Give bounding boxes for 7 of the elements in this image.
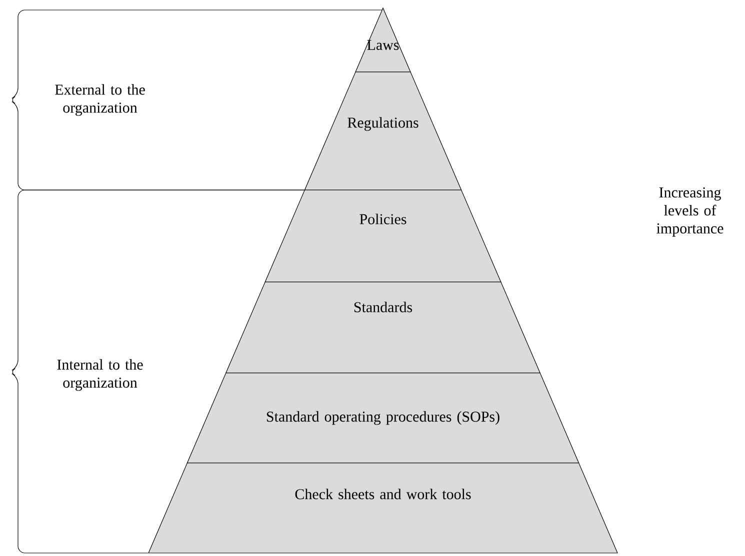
side-label: Increasing levels of importance [656, 187, 724, 237]
pyramid-level: Standard operating procedures (SOPs) [186, 372, 580, 464]
side-label: External to the organization [55, 84, 145, 116]
pyramid-level: Regulations [304, 72, 462, 190]
pyramid-level: Policies [264, 190, 502, 282]
pyramid-level: Check sheets and work tools [148, 462, 618, 554]
side-label: Internal to the organization [57, 359, 143, 391]
